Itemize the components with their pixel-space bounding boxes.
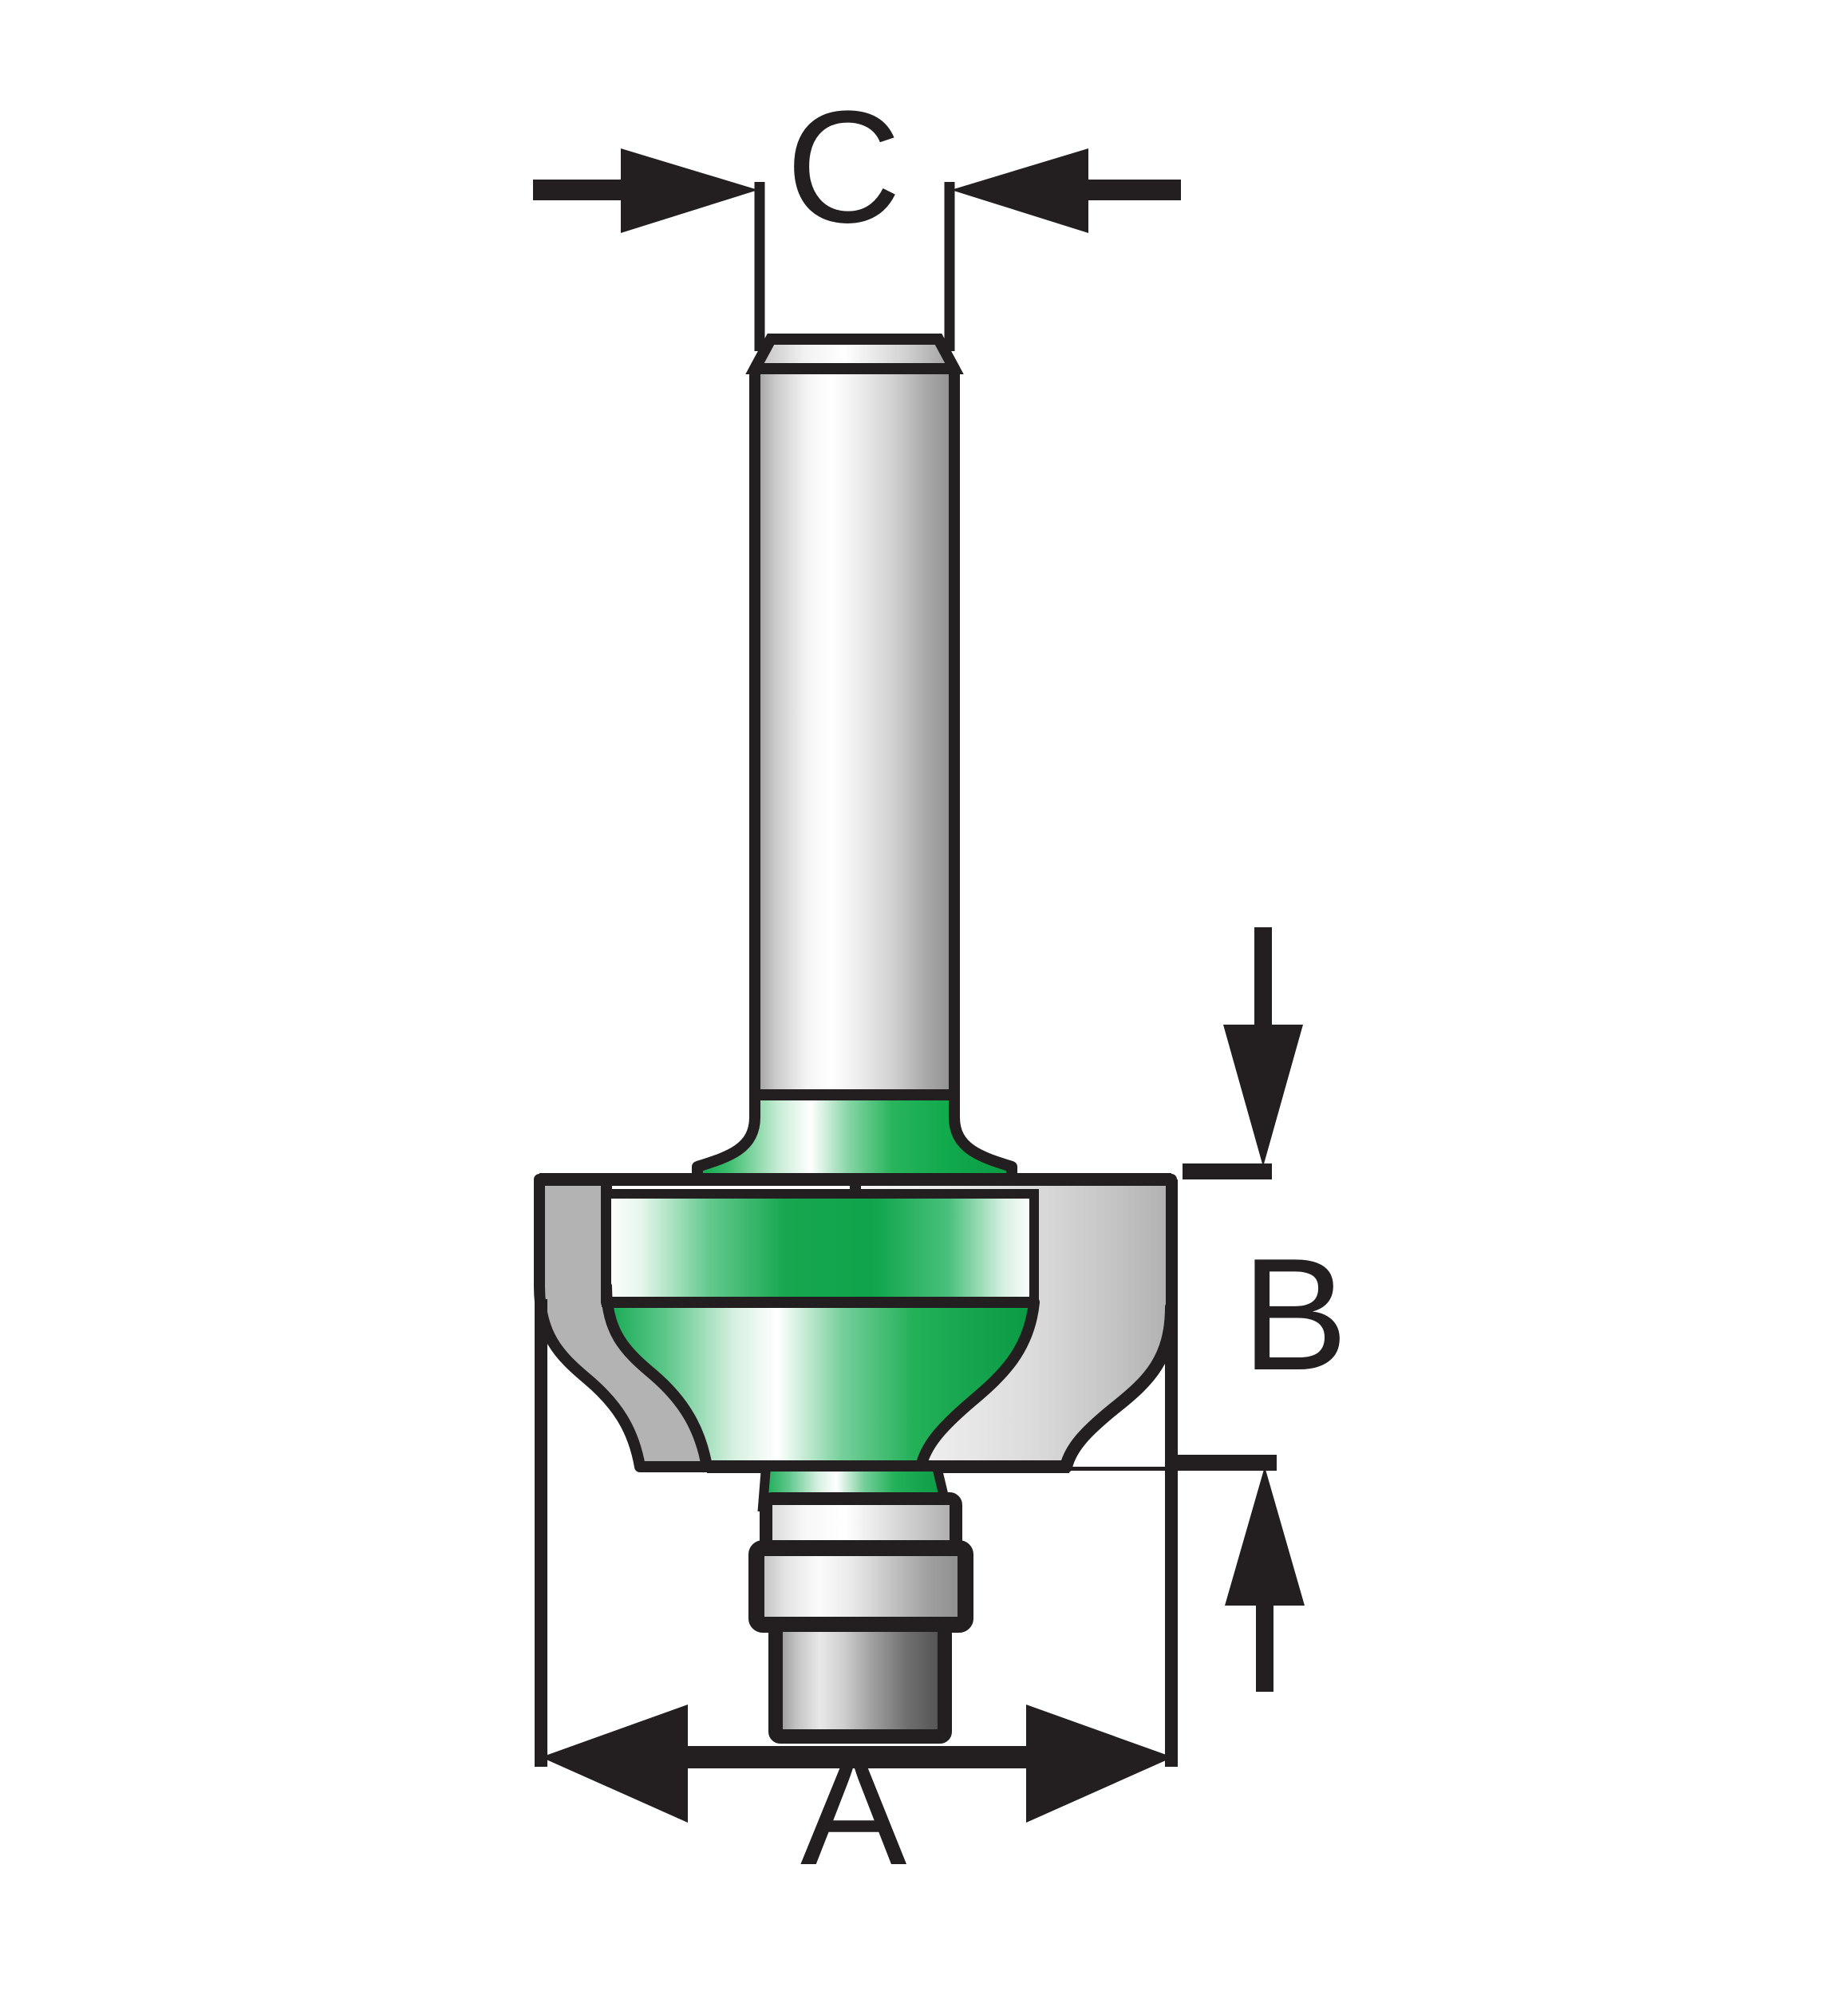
cutter-head-group xyxy=(534,1089,1178,1473)
dimension-label-b: B xyxy=(1242,1226,1348,1404)
bearing-assembly-group xyxy=(748,1462,973,1744)
b-arrow-bottom-head xyxy=(1225,1467,1305,1606)
dimension-label-a: A xyxy=(800,1720,907,1898)
a-arrow-head-right xyxy=(1026,1705,1173,1823)
ball-bearing xyxy=(748,1540,973,1633)
shank-group xyxy=(745,334,964,1100)
carbide-neck xyxy=(692,1089,1017,1185)
b-arrow-top-head xyxy=(1223,1025,1303,1167)
dimension-a-group xyxy=(535,1299,1178,1823)
dimension-label-c: C xyxy=(786,78,902,256)
c-arrow-left-head xyxy=(621,148,758,233)
carbide-band-upper xyxy=(602,1189,1039,1307)
ogee-profile-right xyxy=(1066,1307,1171,1467)
dimension-c-group xyxy=(533,148,1181,351)
shank-chamfer-face xyxy=(745,334,964,374)
c-arrow-right-head xyxy=(951,148,1088,233)
bearing-screw-head xyxy=(768,1618,952,1744)
shank-body xyxy=(749,334,960,1100)
a-arrow-head-left xyxy=(541,1705,688,1823)
